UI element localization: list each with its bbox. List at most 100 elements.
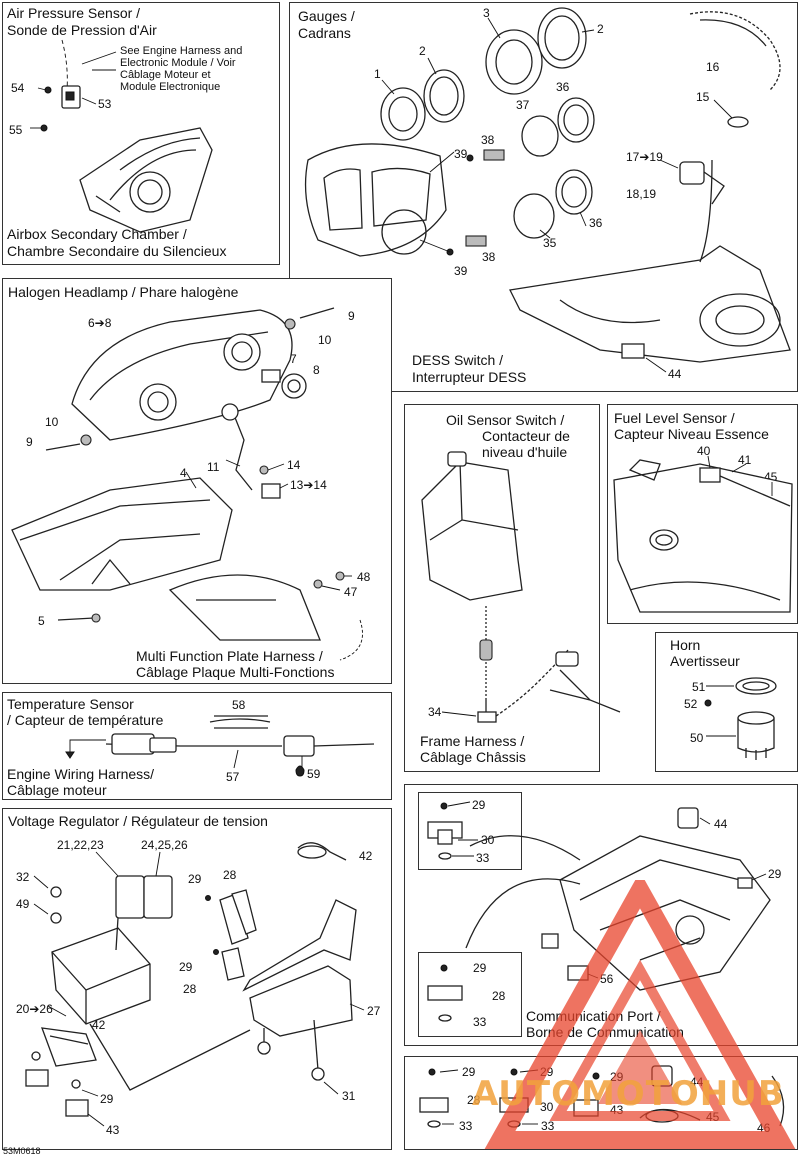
callout-37: 37 [516, 98, 530, 112]
harness-note-line-4: Module Electronique [120, 81, 221, 93]
callout-1: 1 [374, 67, 381, 81]
oil-title-fr-1: Contacteur de [482, 428, 570, 444]
callout-39-bottom: 39 [454, 264, 468, 278]
callout-52: 52 [684, 697, 698, 711]
callout-58: 58 [232, 698, 246, 712]
horn-drawing [704, 677, 777, 760]
callout-47: 47 [344, 585, 358, 599]
callout-56: 56 [600, 972, 614, 986]
callout-13-14: 13➔14 [290, 478, 327, 492]
engine-harness-en: Engine Wiring Harness/ [7, 766, 155, 782]
callout-59: 59 [307, 767, 321, 781]
harness-note-line-1: See Engine Harness and [120, 45, 243, 57]
multifunction-harness-en: Multi Function Plate Harness / [136, 648, 323, 664]
callout-36-bottom: 36 [589, 216, 603, 230]
dess-switch-drawing [509, 11, 791, 373]
callout-54: 54 [11, 81, 25, 95]
callout-10-left: 10 [45, 415, 59, 429]
horn-title-fr: Avertisseur [670, 653, 740, 669]
voltage-title: Voltage Regulator / Régulateur de tensio… [8, 813, 268, 829]
air-pressure-title-fr: Sonde de Pression d'Air [7, 22, 157, 38]
callout-42-top: 42 [359, 849, 373, 863]
airbox-subtitle-fr: Chambre Secondaire du Silencieux [7, 243, 227, 259]
fuel-tank-drawing [613, 455, 793, 613]
callout-28-vr-mid: 28 [183, 982, 197, 996]
dess-title-en: DESS Switch / [412, 352, 504, 368]
callout-28-bs: 28 [467, 1093, 481, 1107]
callout-40: 40 [697, 444, 711, 458]
callout-2-top: 2 [597, 22, 604, 36]
callout-38-bottom: 38 [482, 250, 496, 264]
callout-44-dess: 44 [668, 367, 682, 381]
temperature-title-en: Temperature Sensor [7, 696, 134, 712]
temperature-sensor-drawing [65, 715, 375, 777]
callout-24-25-26: 24,25,26 [141, 838, 188, 852]
engine-harness-fr: Câblage moteur [7, 782, 107, 798]
frame-harness-fr: Câblage Châssis [420, 749, 526, 765]
dess-title-fr: Interrupteur DESS [412, 369, 527, 385]
callout-29-cp-a: 29 [472, 798, 486, 812]
voltage-regulator-drawing [25, 842, 365, 1127]
callout-29-vr-bottom: 29 [100, 1092, 114, 1106]
callout-16: 16 [706, 60, 720, 74]
callout-43-vr: 43 [106, 1123, 120, 1137]
callout-9-left: 9 [26, 435, 33, 449]
gauges-title-en: Gauges / [298, 8, 355, 24]
callout-7: 7 [290, 352, 297, 366]
callout-55: 55 [9, 123, 23, 137]
callout-34: 34 [428, 705, 442, 719]
callout-29-vr-top: 29 [188, 872, 202, 886]
callout-33-cp-b: 33 [473, 1015, 487, 1029]
callout-28-cp-b: 28 [492, 989, 506, 1003]
callout-32: 32 [16, 870, 30, 884]
callout-2-left: 2 [419, 44, 426, 58]
callout-44-cp: 44 [714, 817, 728, 831]
reference-code: 53M0618 [3, 1146, 41, 1156]
callout-41: 41 [738, 453, 752, 467]
callout-29-bs-a: 29 [462, 1065, 476, 1079]
callout-17-19: 17➔19 [626, 150, 663, 164]
harness-note-line-3: Câblage Moteur et [120, 69, 211, 81]
callout-3: 3 [483, 6, 490, 20]
callout-53: 53 [98, 97, 112, 111]
temperature-title-fr: / Capteur de température [7, 712, 164, 728]
callout-18-19: 18,19 [626, 187, 657, 201]
oil-title-fr-2: niveau d'huile [482, 444, 568, 460]
halogen-headlamp-drawing [11, 307, 363, 661]
callout-38-top: 38 [481, 133, 495, 147]
callout-20-26: 20➔26 [16, 1002, 53, 1016]
callout-30-cp: 30 [481, 833, 495, 847]
frame-harness-en: Frame Harness / [420, 733, 525, 749]
fuel-title-en: Fuel Level Sensor / [614, 410, 735, 426]
horn-title-en: Horn [670, 637, 701, 653]
air-pressure-title-en: Air Pressure Sensor / [7, 5, 141, 21]
airbox-chamber-drawing [79, 127, 213, 233]
callout-49: 49 [16, 897, 30, 911]
oil-title-en: Oil Sensor Switch / [446, 412, 565, 428]
headlamp-title: Halogen Headlamp / Phare halogène [8, 284, 239, 300]
callout-4: 4 [180, 466, 187, 480]
callout-51: 51 [692, 680, 706, 694]
callout-28-vr-top: 28 [223, 868, 237, 882]
callout-29-cp-c: 29 [473, 961, 487, 975]
callout-33-cp-a: 33 [476, 851, 490, 865]
callout-10-right: 10 [318, 333, 332, 347]
callout-6-8: 6➔8 [88, 316, 112, 330]
harness-note-line-2: Electronic Module / Voir [120, 57, 236, 69]
callout-33-bs-a: 33 [459, 1119, 473, 1133]
callout-57: 57 [226, 770, 240, 784]
callout-29-vr-mid: 29 [179, 960, 193, 974]
callout-42-bottom: 42 [92, 1018, 106, 1032]
gauges-drawing [304, 7, 595, 257]
callout-36-top: 36 [556, 80, 570, 94]
callout-29-cp-b: 29 [768, 867, 782, 881]
callout-27: 27 [367, 1004, 381, 1018]
callout-48: 48 [357, 570, 371, 584]
callout-50: 50 [690, 731, 704, 745]
automotohub-watermark-text: AUTOMOTOHUB [472, 1074, 785, 1114]
callout-21-22-23: 21,22,23 [57, 838, 104, 852]
callout-39-top: 39 [454, 147, 468, 161]
automotohub-watermark-logo [484, 880, 796, 1149]
